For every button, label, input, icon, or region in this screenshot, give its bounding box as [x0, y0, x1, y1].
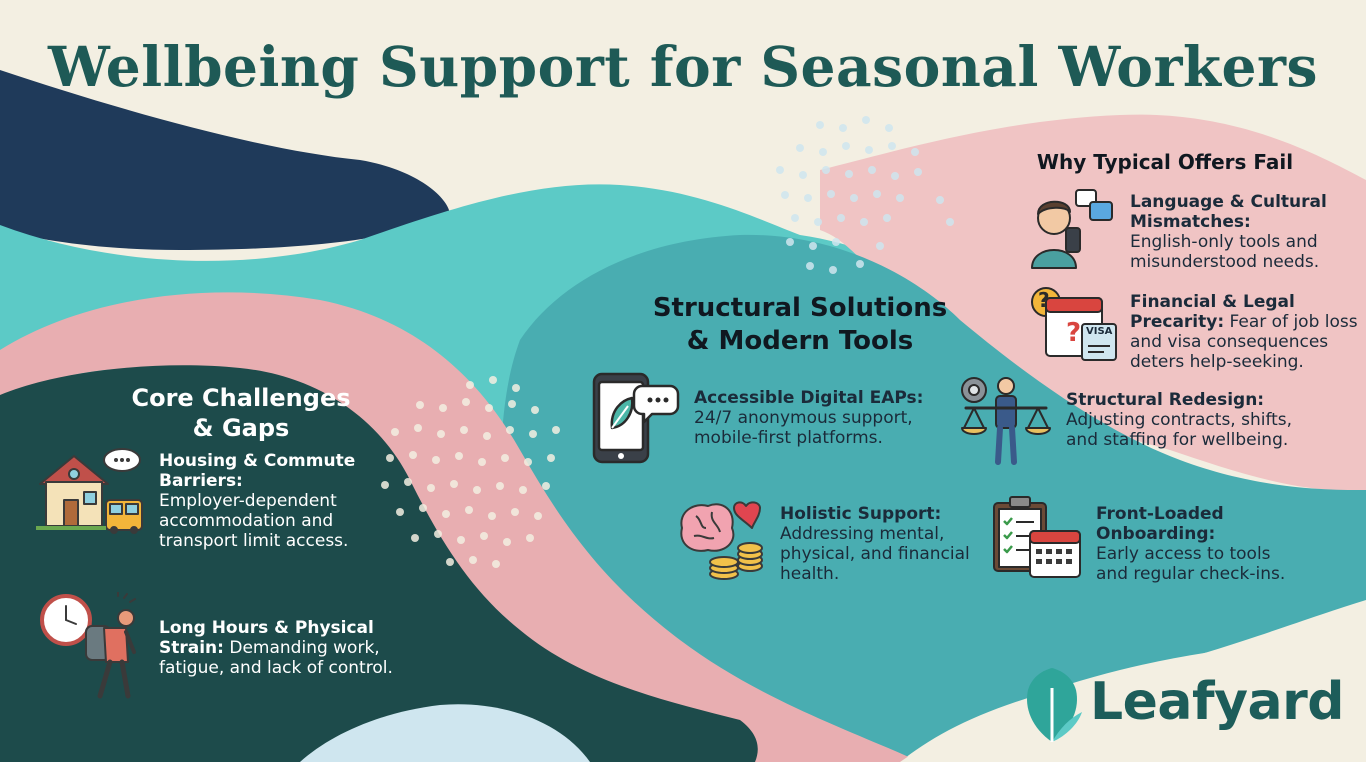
- holistic-title: Holistic Support:: [780, 504, 942, 524]
- confused-person-phone-icon: [1031, 189, 1113, 269]
- language-title-l2: Mismatches:: [1130, 212, 1251, 232]
- structural-title-line2: & Modern Tools: [686, 325, 914, 356]
- holistic-text-l1: Addressing mental,: [780, 524, 945, 544]
- housing-title-l2: Barriers:: [159, 471, 243, 491]
- core-title-line2: & Gaps: [192, 414, 290, 442]
- hours-text-l2: fatigue, and lack of control.: [159, 658, 393, 678]
- housing-text-l2: accommodation and: [159, 511, 334, 531]
- language-title-l1: Language & Cultural: [1130, 192, 1327, 212]
- why-section-title: Why Typical Offers Fail: [1036, 150, 1294, 174]
- financial-title-l2: Precarity:: [1130, 312, 1225, 332]
- structural-item-onboarding: Front-Loaded Onboarding: Early access to…: [1096, 504, 1316, 584]
- core-item-housing: Housing & Commute Barriers: Employer-dep…: [159, 451, 409, 551]
- house-bus-icon: [36, 448, 143, 534]
- onboarding-title-l2: Onboarding:: [1096, 524, 1216, 544]
- structural-title-line1: Structural Solutions: [652, 293, 948, 323]
- core-item-hours: Long Hours & Physical Strain: Demanding …: [159, 618, 419, 678]
- language-text-l1: English-only tools and: [1130, 232, 1318, 252]
- structural-item-eaps: Accessible Digital EAPs: 24/7 anonymous …: [694, 388, 974, 448]
- holistic-text-l3: health.: [780, 564, 840, 584]
- onboarding-title-l1: Front-Loaded: [1096, 504, 1224, 524]
- core-title-line1: Core Challenges: [131, 384, 351, 412]
- housing-title-l1: Housing & Commute: [159, 451, 356, 471]
- financial-text-l1: Fear of job loss: [1224, 312, 1358, 332]
- person-scales-icon: [961, 377, 1051, 465]
- eaps-text-l2: mobile-first platforms.: [694, 428, 883, 448]
- clock-worker-icon: [40, 592, 136, 699]
- housing-text-l1: Employer-dependent: [159, 491, 337, 511]
- structural-item-redesign: Structural Redesign: Adjusting contracts…: [1066, 390, 1326, 450]
- why-item-language: Language & Cultural Mismatches: English-…: [1130, 192, 1350, 272]
- calendar-visa-question-icon: [1031, 287, 1117, 361]
- question-mark-1: ?: [1038, 288, 1050, 312]
- question-mark-2: ?: [1066, 318, 1082, 348]
- page-title: Wellbeing Support for Seasonal Workers: [48, 34, 1318, 99]
- eaps-title: Accessible Digital EAPs:: [694, 388, 924, 408]
- brain-heart-coins-icon: [680, 501, 763, 580]
- language-text-l2: misunderstood needs.: [1130, 252, 1320, 272]
- eaps-text-l1: 24/7 anonymous support,: [694, 408, 913, 428]
- redesign-text-l2: and staffing for wellbeing.: [1066, 430, 1289, 450]
- financial-text-l3: deters help-seeking.: [1130, 352, 1304, 372]
- clipboard-calendar-icon: [993, 496, 1081, 578]
- leaf-logo-icon: [1027, 668, 1082, 742]
- holistic-text-l2: physical, and financial: [780, 544, 970, 564]
- hours-title-l2: Strain:: [159, 638, 224, 658]
- onboarding-text-l1: Early access to tools: [1096, 544, 1271, 564]
- hours-text-l1: Demanding work,: [223, 638, 380, 658]
- structural-section-title: Structural Solutions & Modern Tools: [640, 292, 960, 357]
- phone-leaf-chat-icon: [592, 372, 680, 464]
- redesign-text-l1: Adjusting contracts, shifts,: [1066, 410, 1293, 430]
- core-section-title: Core Challenges & Gaps: [110, 383, 372, 443]
- brand-name: Leafyard: [1090, 672, 1344, 732]
- financial-text-l2: and visa consequences: [1130, 332, 1329, 352]
- why-item-financial: Financial & Legal Precarity: Fear of job…: [1130, 292, 1360, 372]
- financial-title-l1: Financial & Legal: [1130, 292, 1295, 312]
- redesign-title: Structural Redesign:: [1066, 390, 1265, 410]
- onboarding-text-l2: and regular check-ins.: [1096, 564, 1286, 584]
- structural-item-holistic: Holistic Support: Addressing mental, phy…: [780, 504, 990, 584]
- housing-text-l3: transport limit access.: [159, 531, 349, 551]
- hours-title-l1: Long Hours & Physical: [159, 618, 374, 638]
- visa-label: VISA: [1086, 326, 1113, 337]
